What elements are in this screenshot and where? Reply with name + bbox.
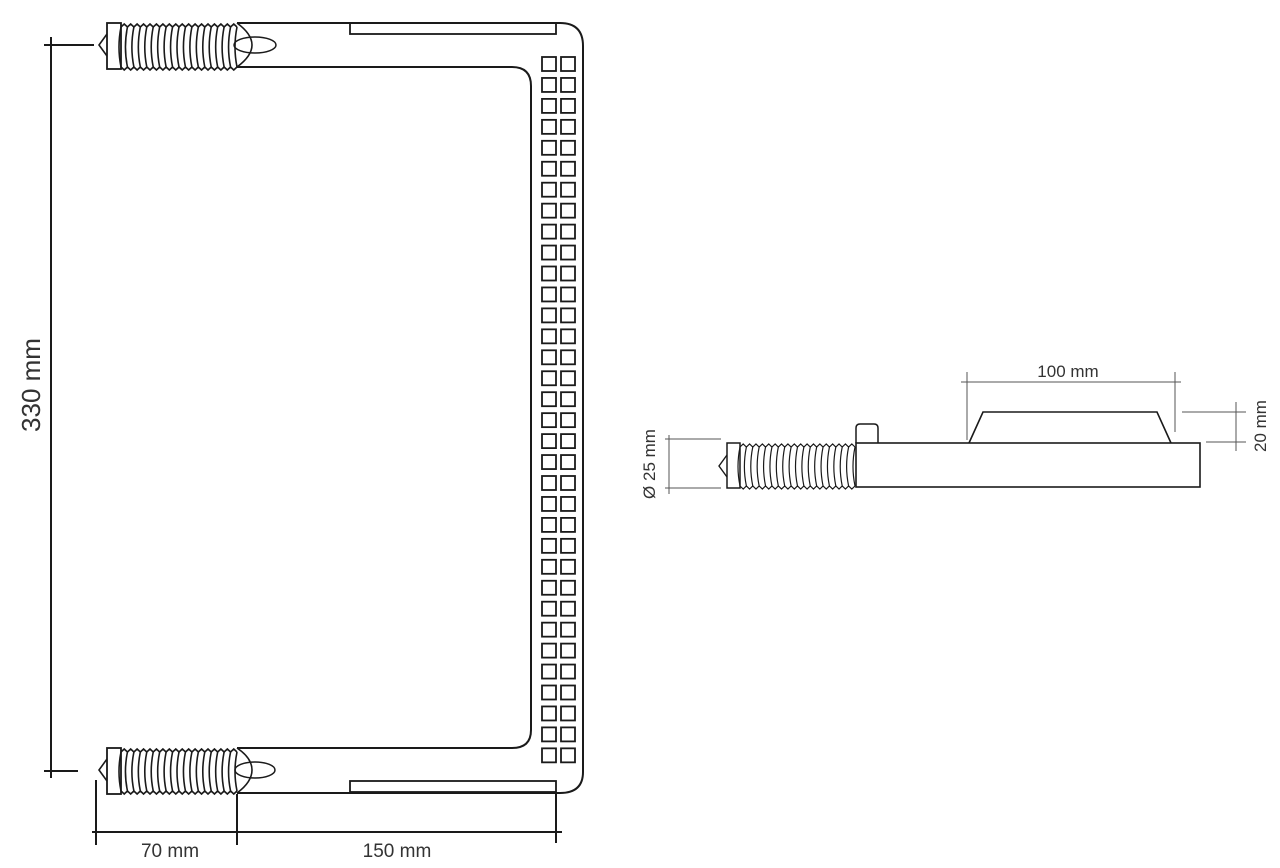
vent-square (541, 663, 557, 680)
vent-square (541, 181, 557, 198)
dim-top-height-label: 20 mm (1251, 400, 1270, 452)
vent-square (541, 265, 557, 282)
dim-diameter: Ø 25 mm (640, 429, 721, 499)
base-plate (855, 442, 1201, 488)
vent-square (541, 747, 557, 764)
vent-square (541, 139, 557, 156)
dim-bottom: 70 mm 150 mm (92, 780, 562, 862)
vent-square (560, 600, 576, 617)
vent-square (541, 517, 557, 533)
vent-square (541, 454, 557, 470)
vent-square (560, 307, 576, 324)
vent-square (560, 579, 576, 596)
dim-bolt-length-label: 70 mm (141, 841, 199, 862)
bottom-slot (349, 780, 557, 793)
vent-square (560, 139, 576, 156)
vent-square (541, 160, 557, 177)
frame-outer (237, 22, 584, 794)
vent-square (560, 726, 576, 743)
vent-square (541, 579, 557, 596)
vent-square (560, 265, 576, 282)
vent-square (541, 412, 557, 429)
lens-bottom-icon (234, 761, 276, 779)
dim-top-length-label: 100 mm (1037, 362, 1098, 381)
vent-square (560, 663, 576, 680)
vent-square (541, 558, 557, 575)
vent-square (560, 118, 576, 135)
dim-top-length: 100 mm (961, 362, 1181, 440)
vent-square (560, 223, 576, 240)
vent-square (541, 621, 557, 638)
vent-square (541, 244, 557, 261)
vent-square (541, 77, 557, 93)
dim-diameter-label: Ø 25 mm (640, 429, 659, 499)
dim-frame-depth-label: 150 mm (363, 841, 432, 862)
vent-square (560, 370, 576, 387)
side-bolt-thread (737, 443, 856, 490)
vent-square (560, 747, 576, 764)
vent-square (541, 475, 557, 491)
vent-square (541, 642, 557, 659)
vent-square (541, 286, 557, 303)
vent-square (560, 349, 576, 366)
vent-square (541, 328, 557, 345)
vent-square (541, 56, 557, 72)
vent-square (560, 286, 576, 303)
vent-square (560, 684, 576, 701)
vent-square (560, 77, 576, 93)
vent-square (560, 558, 576, 575)
bolt-top (98, 22, 238, 72)
vent-square (560, 98, 576, 114)
frame-end-bottom (236, 747, 253, 794)
vent-square (541, 433, 557, 450)
vent-square (541, 537, 557, 554)
vent-square (541, 684, 557, 701)
vent-square (560, 537, 576, 554)
vent-square (560, 475, 576, 491)
vent-square (560, 391, 576, 408)
frame-end-top (236, 22, 253, 68)
vent-square (541, 600, 557, 617)
vent-square (541, 98, 557, 114)
vent-square (560, 160, 576, 177)
vent-square (560, 412, 576, 429)
raised-top (968, 411, 1172, 444)
vent-square (560, 202, 576, 219)
bolt-bottom (98, 747, 238, 796)
top-view: 330 mm 70 mm 150 mm (16, 22, 584, 862)
vent-square (541, 370, 557, 387)
vent-square (560, 496, 576, 512)
top-slot (349, 22, 557, 35)
side-view: 100 mm 20 mm Ø 25 mm (640, 362, 1270, 499)
vent-square (560, 454, 576, 470)
dim-top-height: 20 mm (1182, 400, 1270, 452)
vent-square (541, 202, 557, 219)
vent-square (560, 705, 576, 722)
vent-square (560, 56, 576, 72)
dim-height-label: 330 mm (16, 338, 46, 432)
vent-grid (541, 56, 576, 764)
vent-square (541, 223, 557, 240)
vent-square (560, 181, 576, 198)
vent-square (541, 391, 557, 408)
vent-square (541, 726, 557, 743)
vent-square (560, 244, 576, 261)
side-bolt-head (726, 442, 741, 489)
vent-square (541, 349, 557, 366)
vent-square (560, 433, 576, 450)
frame-inner (237, 66, 532, 749)
vent-square (541, 496, 557, 512)
dim-height: 330 mm (16, 37, 94, 778)
vent-square (541, 705, 557, 722)
vent-square (560, 642, 576, 659)
lens-top-icon (233, 36, 277, 54)
vent-square (560, 328, 576, 345)
vent-square (560, 621, 576, 638)
vent-square (560, 517, 576, 533)
side-tab (855, 423, 879, 443)
vent-square (541, 118, 557, 135)
vent-square (541, 307, 557, 324)
